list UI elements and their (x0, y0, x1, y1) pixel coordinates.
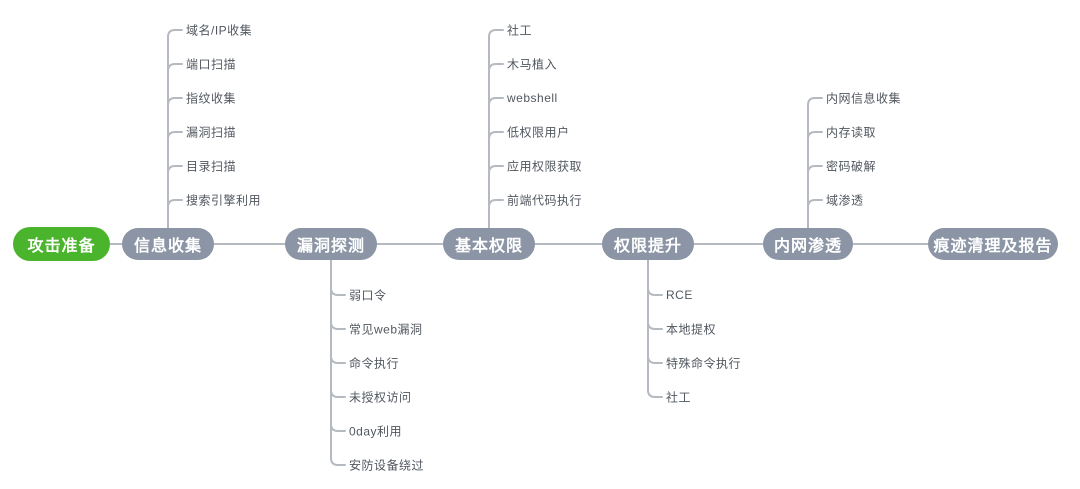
branch-item-vulnerability-probing-1[interactable]: 常见web漏洞 (349, 322, 423, 337)
branch-item-information-gathering-3[interactable]: 漏洞扫描 (186, 125, 237, 140)
branch-item-privilege-escalation-3[interactable]: 社工 (666, 390, 692, 405)
node-vulnerability-probing[interactable]: 漏洞探测 (285, 228, 377, 260)
branch-item-vulnerability-probing-2[interactable]: 命令执行 (349, 356, 400, 371)
branch-item-information-gathering-2[interactable]: 指纹收集 (186, 91, 237, 106)
branch-item-vulnerability-probing-3[interactable]: 未授权访问 (349, 390, 412, 405)
branch-item-vulnerability-probing-4[interactable]: 0day利用 (349, 424, 403, 439)
branch-item-privilege-escalation-2[interactable]: 特殊命令执行 (666, 356, 742, 371)
branch-item-intranet-penetration-1[interactable]: 内存读取 (826, 125, 877, 140)
branch-item-basic-privilege-2[interactable]: webshell (507, 91, 558, 105)
branch-item-information-gathering-0[interactable]: 域名/IP收集 (186, 23, 253, 38)
node-attack-preparation[interactable]: 攻击准备 (13, 227, 110, 261)
branch-item-basic-privilege-0[interactable]: 社工 (507, 23, 533, 38)
branch-item-intranet-penetration-0[interactable]: 内网信息收集 (826, 91, 902, 106)
node-trace-cleanup-report[interactable]: 痕迹清理及报告 (928, 228, 1058, 260)
branch-item-privilege-escalation-1[interactable]: 本地提权 (666, 322, 717, 337)
branch-item-basic-privilege-3[interactable]: 低权限用户 (507, 125, 570, 140)
node-basic-privilege[interactable]: 基本权限 (443, 228, 535, 260)
branch-item-intranet-penetration-3[interactable]: 域渗透 (826, 193, 864, 208)
branch-item-basic-privilege-4[interactable]: 应用权限获取 (507, 159, 583, 174)
branch-item-vulnerability-probing-0[interactable]: 弱口令 (349, 288, 387, 303)
branch-item-information-gathering-1[interactable]: 端口扫描 (186, 57, 237, 72)
node-intranet-penetration[interactable]: 内网渗透 (763, 228, 853, 260)
branch-item-basic-privilege-5[interactable]: 前端代码执行 (507, 193, 583, 208)
branch-item-privilege-escalation-0[interactable]: RCE (666, 288, 693, 302)
branch-item-information-gathering-4[interactable]: 目录扫描 (186, 159, 237, 174)
node-privilege-escalation[interactable]: 权限提升 (602, 228, 694, 260)
branch-item-basic-privilege-1[interactable]: 木马植入 (507, 57, 558, 72)
branch-item-vulnerability-probing-5[interactable]: 安防设备绕过 (349, 458, 425, 473)
branch-item-information-gathering-5[interactable]: 搜索引擎利用 (186, 193, 262, 208)
branch-item-intranet-penetration-2[interactable]: 密码破解 (826, 159, 877, 174)
node-information-gathering[interactable]: 信息收集 (122, 228, 214, 260)
